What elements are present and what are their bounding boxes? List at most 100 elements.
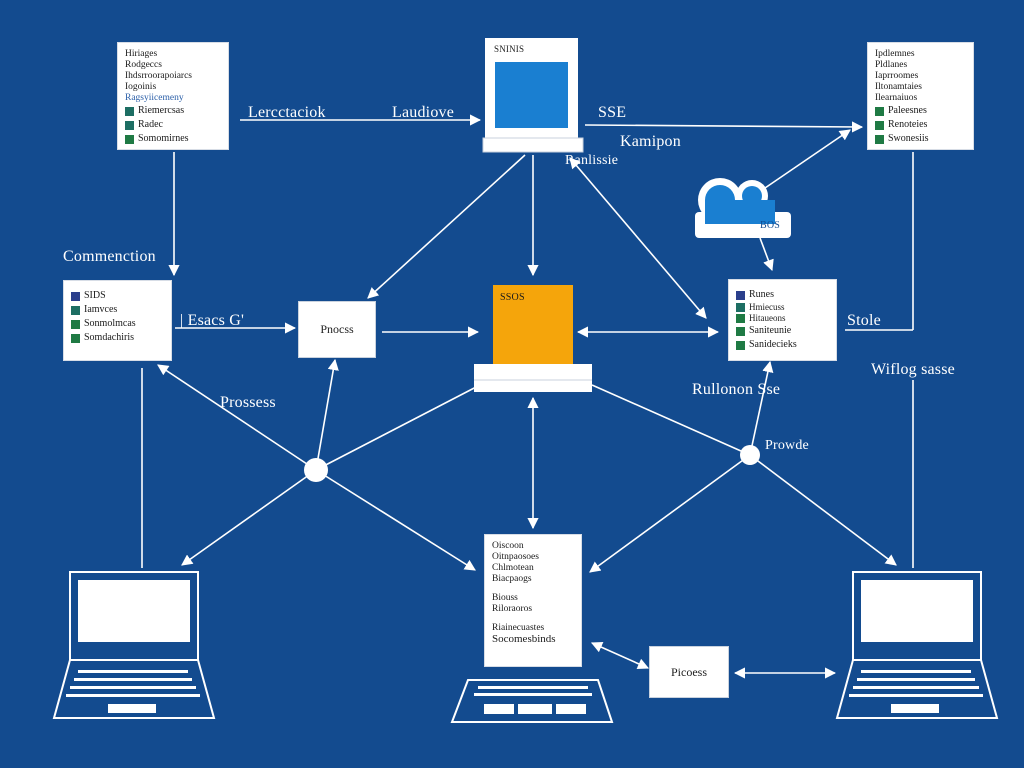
center-box-label: SSOS [500,292,525,303]
line-right-hub-to-bottom [589,454,751,573]
label-wiflog: Wiflog sasse [871,361,955,378]
doc-row-text: Runes [749,289,774,300]
doc-row-text: Riemercsas [138,105,185,116]
doc-row: Hitaueons [736,313,829,324]
doc-row-text: Sanidecieks [749,339,797,350]
label-ssl: SSE [598,104,627,121]
bullet-square-icon [736,314,745,323]
line-right-hub-to-center [591,384,751,456]
line-left-hub-to-bottom [315,469,476,571]
arrow-top-right [584,121,864,133]
line-right-hub-to-midright [749,360,774,456]
server-top [482,38,584,153]
bullet-square-icon [736,326,745,336]
doc-row: Somomirnes [125,132,221,146]
bullet-square-icon [71,333,80,343]
label-provide: Prowde [765,438,809,453]
label-top-mid-arrow: Laudiove [392,104,455,121]
doc-line: Iogoinis [125,82,157,92]
doc-row: Riemercsas [125,104,221,118]
doc-line: Ilearnaiuos [875,93,918,103]
doc-row-text: Hmiecuss [749,302,785,312]
doc-row: Radec [125,118,221,132]
doc-row: Paleesnes [875,104,966,118]
doc-line: Rodgeccs [125,60,162,70]
line-left-hub-to-laptop [181,469,317,566]
bullet-square-icon [71,305,80,315]
process-box-bottom: Picoess [649,646,729,698]
doc-row-text: SIDS [84,290,106,301]
arrow-cloud-to-midright [759,237,774,272]
label-esacs: | Esacs G' [180,312,245,329]
doc-line: Pldlanes [875,60,908,70]
doc-row-text: Radec [138,119,163,130]
label-top-left-arrow: Lercctaciok [248,104,326,121]
bullet-square-icon [125,106,134,116]
cloud-icon [695,178,791,238]
doc-line: Socomesbinds [492,634,556,645]
process-box-left: Pnocss [298,301,376,358]
label-kamipon: Kamipon [620,133,681,150]
doc-mid-left: SIDS Iamvces Sonmolmcas Somdachiris [63,280,172,361]
doc-line: Ihdsrroorapoiarcs [125,71,193,81]
doc-line: Oitnpaosoes [492,552,539,562]
label-process-left: Prossess [220,394,276,411]
arrow-server-to-right [569,157,707,319]
cloud-tag: BOS [760,220,781,231]
label-connection: Commenction [63,248,156,265]
arrow-bottom-to-process [590,641,650,670]
doc-top-right: Ipdlemnes Pldlanes Iaprroomes Iltonamtai… [867,42,974,150]
line-right-hub-to-laptop [749,454,897,566]
line-left-hub-to-center [315,384,481,471]
bullet-square-icon [125,134,134,144]
doc-line: Riainecuastes [492,623,545,633]
bullet-square-icon [736,303,745,312]
connector-lines [141,114,914,679]
doc-row-text: Renoteies [888,119,928,130]
doc-line: Biouss [492,593,518,603]
doc-row: Somdachiris [71,331,164,345]
doc-line: Ipdlemnes [875,49,915,59]
doc-top-left: Hiriages Rodgeccs Ihdsrroorapoiarcs Iogo… [117,42,229,150]
doc-row: SIDS [71,289,164,303]
doc-line: Hiriages [125,49,158,59]
doc-row-text: Somomirnes [138,133,189,144]
doc-line: Iltonamtaies [875,82,922,92]
line-left-hub-to-midleft [157,364,317,471]
bullet-square-icon [71,319,80,329]
doc-row-text: Swonesiis [888,133,929,144]
server-top-header: SNINIS [494,44,525,54]
doc-row-text: Iamvces [84,304,118,315]
laptop-left-icon [52,571,216,719]
doc-line: Chlmotean [492,563,534,573]
bullet-square-icon [736,290,745,300]
bullet-square-icon [875,134,884,144]
bullet-square-icon [736,340,745,350]
doc-row: Runes [736,288,829,302]
doc-row-text: Saniteunie [749,325,792,336]
doc-row: Sanidecieks [736,338,829,352]
doc-row: Sonmolmcas [71,317,164,331]
doc-line: Oiscoon [492,541,524,551]
hub-right [740,445,760,465]
doc-row: Renoteies [875,118,966,132]
bullet-square-icon [125,120,134,130]
line-left-hub-to-process [315,358,339,471]
doc-row: Hmiecuss [736,302,829,313]
bullet-square-icon [875,106,884,116]
arrow-server-to-left [367,154,526,299]
hub-left [304,458,328,482]
doc-row-text: Somdachiris [84,332,134,343]
center-node [474,285,592,392]
doc-row-text: Paleesnes [888,105,927,116]
laptop-right-icon [835,571,999,719]
label-rulonon: Rullonon Sse [692,381,781,398]
doc-row: Swonesiis [875,132,966,146]
doc-mid-right: Runes Hmiecuss Hitaueons Saniteunie Sani… [728,279,837,361]
bullet-square-icon [875,120,884,130]
arrow-cloud-to-topright [764,129,851,189]
label-ranlissie: Ranlissie [565,153,619,168]
doc-line: Biacpaogs [492,574,532,584]
doc-line: Ragsyiicemeny [125,93,184,103]
